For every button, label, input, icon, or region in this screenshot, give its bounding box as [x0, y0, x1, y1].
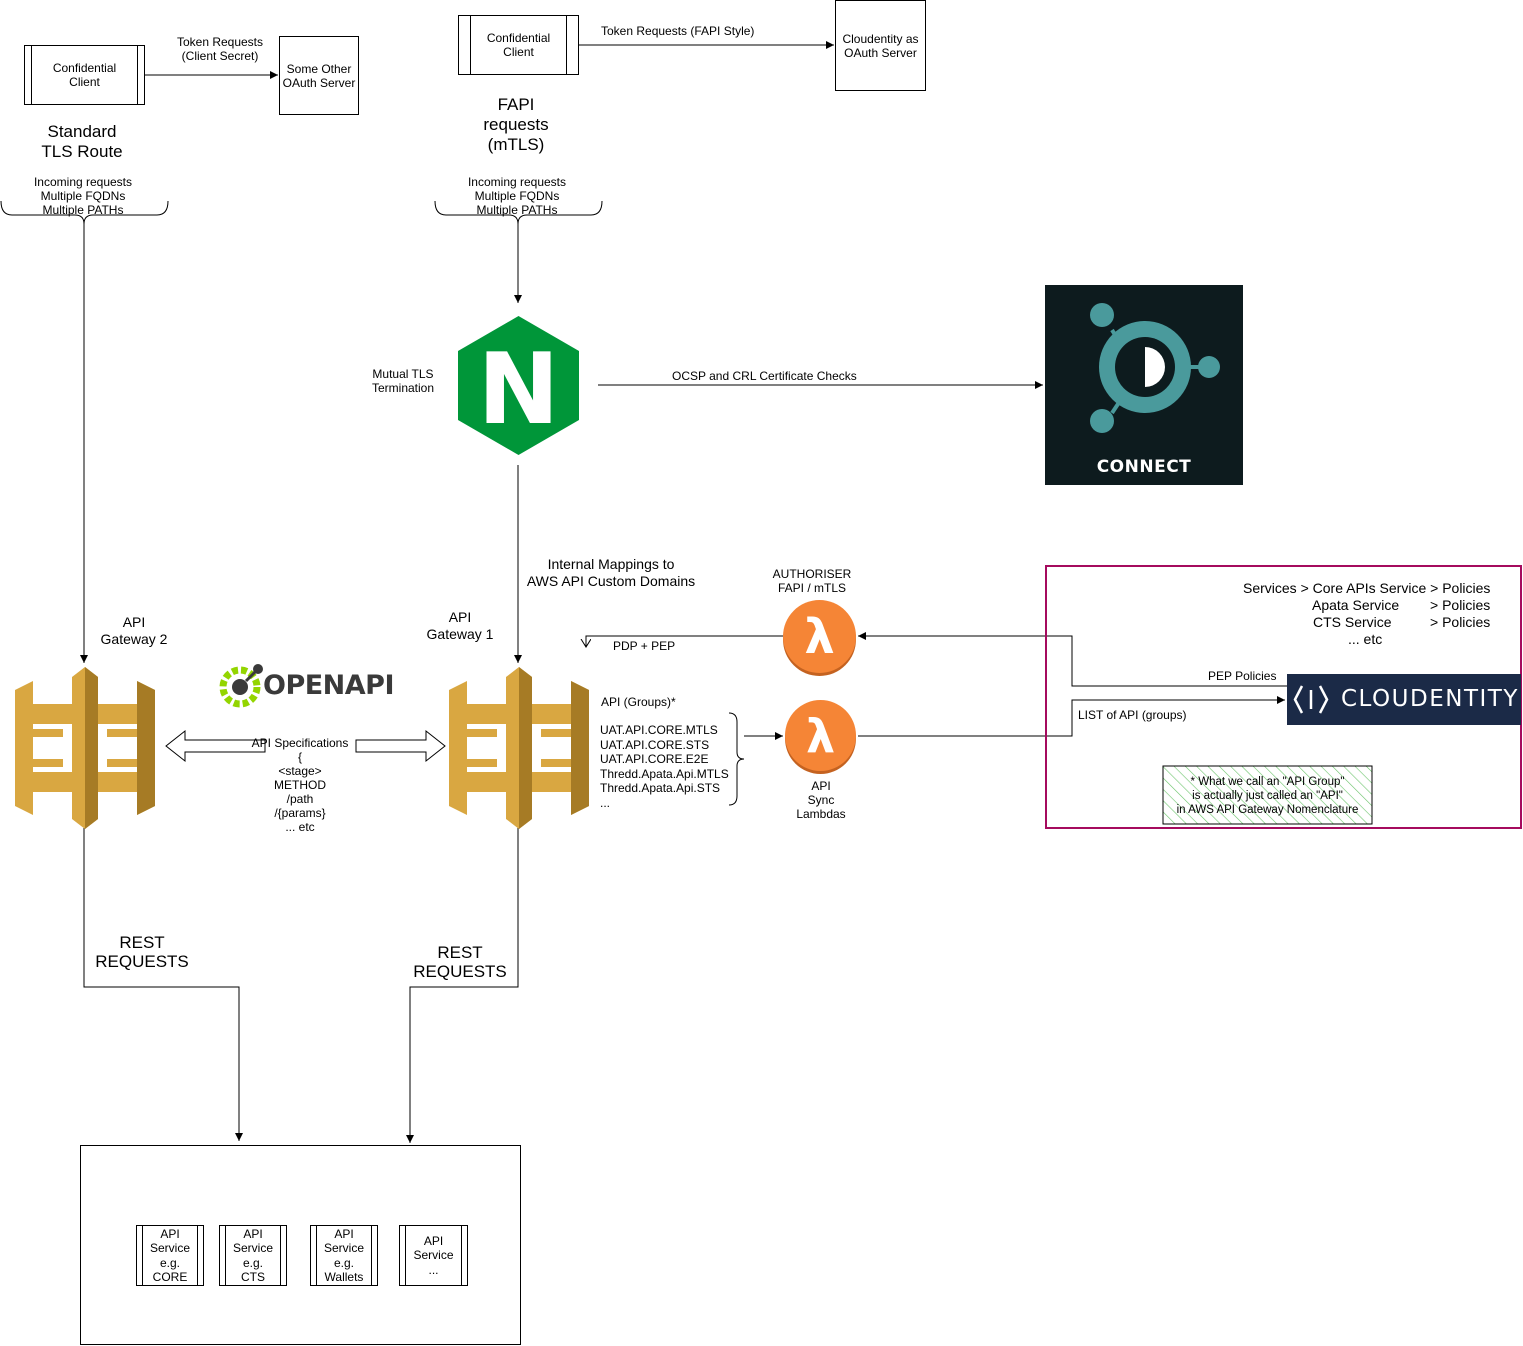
pep-arrow — [858, 632, 1287, 687]
service-box-cts: API Service e.g. CTS — [219, 1225, 287, 1286]
openapi-text: OPENAPI — [263, 670, 395, 701]
nginx-letter: N — [477, 333, 559, 447]
api-group-item: UAT.API.CORE.E2E — [600, 752, 709, 766]
note-hatch — [1162, 765, 1373, 825]
list-api-label: LIST of API (groups) — [1078, 708, 1187, 722]
api-gateway-2-label: API Gateway 2 — [100, 614, 168, 647]
other-oauth-box: Some Other OAuth Server — [279, 36, 359, 115]
connect-mark-icon — [1090, 303, 1220, 433]
cloudentity-brand-text: CLOUDENTITY — [1341, 686, 1519, 712]
left-client-box: Confidential Client — [24, 45, 145, 105]
pep-policies-label: PEP Policies — [1208, 669, 1277, 683]
api-gateway-1-icon — [449, 667, 589, 829]
right-incoming-label: Incoming requests Multiple FQDNs Multipl… — [467, 175, 567, 217]
list-api-arrow — [858, 696, 1285, 737]
api-group-note: * What we call an "API Group" is actuall… — [1176, 776, 1359, 816]
api-gateway-2-icon — [15, 667, 155, 829]
fapi-route-title: FAPI requests (mTLS) — [483, 95, 549, 154]
api-groups-title: API (Groups)* — [601, 695, 676, 709]
right-client-label: Confidential Client — [486, 31, 551, 59]
rest-right-line — [406, 828, 519, 1143]
left-incoming-label: Incoming requests Multiple FQDNs Multipl… — [33, 175, 133, 217]
rest-left-line — [83, 828, 243, 1141]
connect-logo: CONNECT — [1045, 285, 1243, 485]
api-groups-list: UAT.API.CORE.MTLS UAT.API.CORE.STS UAT.A… — [600, 723, 729, 810]
ocsp-label: OCSP and CRL Certificate Checks — [672, 369, 857, 383]
api-specs-text: API Specifications { <stage> METHOD /pat… — [251, 736, 349, 834]
service-box-label: API Service e.g. CORE — [149, 1226, 190, 1285]
cloudentity-oauth-box: Cloudentity as OAuth Server — [835, 0, 926, 91]
api-group-item: UAT.API.CORE.STS — [600, 737, 710, 752]
authoriser-lambda-glyph: λ — [804, 608, 835, 665]
nginx-icon: N — [458, 316, 579, 455]
cloudentity-oauth-label: Cloudentity as OAuth Server — [842, 31, 919, 60]
left-token-label: Token Requests (Client Secret) — [176, 35, 264, 63]
openapi-logo: OPENAPI — [219, 663, 395, 708]
api-sync-label: API Sync Lambdas — [796, 779, 846, 821]
pdp-pep-label: PDP + PEP — [613, 639, 676, 653]
services-line-3a: CTS Service — [1313, 614, 1392, 630]
service-box-wallets: API Service e.g. Wallets — [310, 1225, 378, 1286]
authoriser-label: AUTHORISER FAPI / mTLS — [772, 567, 852, 595]
api-group-item: ... — [600, 795, 611, 810]
service-box-label: API Service e.g. CTS — [232, 1226, 273, 1285]
connect-text: CONNECT — [1096, 457, 1192, 477]
standard-route-title: Standard TLS Route — [41, 122, 123, 161]
api-sync-lambda-glyph: λ — [805, 708, 836, 763]
cloudentity-logo: CLOUDENTITY — [1287, 674, 1521, 725]
rest-left-label: REST REQUESTS — [95, 933, 189, 971]
service-box-label: API Service ... — [413, 1233, 454, 1277]
service-box-label: API Service e.g. Wallets — [323, 1226, 364, 1285]
pdp-arrow — [586, 635, 784, 647]
openapi-mark-icon — [219, 664, 263, 708]
right-client-box: Confidential Client — [458, 15, 579, 75]
other-oauth-label: Some Other OAuth Server — [282, 61, 356, 90]
cloudentity-frame — [1045, 565, 1522, 829]
api-specs-label: API Specifications { <stage> METHOD /pat… — [240, 722, 360, 848]
api-groups-brace — [728, 712, 745, 806]
right-token-label: Token Requests (FAPI Style) — [601, 24, 755, 38]
spec-left-arrow — [165, 729, 266, 763]
rest-right-label: REST REQUESTS — [413, 943, 507, 981]
services-line-4: ... etc — [1348, 631, 1383, 647]
service-box-core: API Service e.g. CORE — [136, 1225, 204, 1286]
authoriser-lambda-icon: λ — [783, 600, 856, 673]
services-line-2b: > Policies — [1430, 597, 1491, 613]
services-line-1: Services > Core APIs Service > Policies — [1243, 580, 1491, 596]
internal-mappings-label: Internal Mappings to AWS API Custom Doma… — [526, 556, 696, 589]
mutual-tls-label: Mutual TLS Termination — [371, 367, 435, 395]
api-group-item: UAT.API.CORE.MTLS — [600, 723, 718, 737]
api-gateway-1-label: API Gateway 1 — [426, 609, 494, 642]
left-client-label: Confidential Client — [52, 61, 117, 89]
service-box-other: API Service ... — [399, 1225, 468, 1286]
spec-right-arrow — [355, 729, 446, 763]
cloudentity-mark-icon — [1293, 685, 1329, 714]
services-line-2a: Apata Service — [1312, 597, 1400, 613]
api-group-item: Thredd.Apata.Api.STS — [600, 781, 721, 795]
api-group-item: Thredd.Apata.Api.MTLS — [600, 766, 729, 781]
api-sync-lambda-icon: λ — [785, 700, 856, 771]
services-line-3b: > Policies — [1430, 614, 1491, 630]
